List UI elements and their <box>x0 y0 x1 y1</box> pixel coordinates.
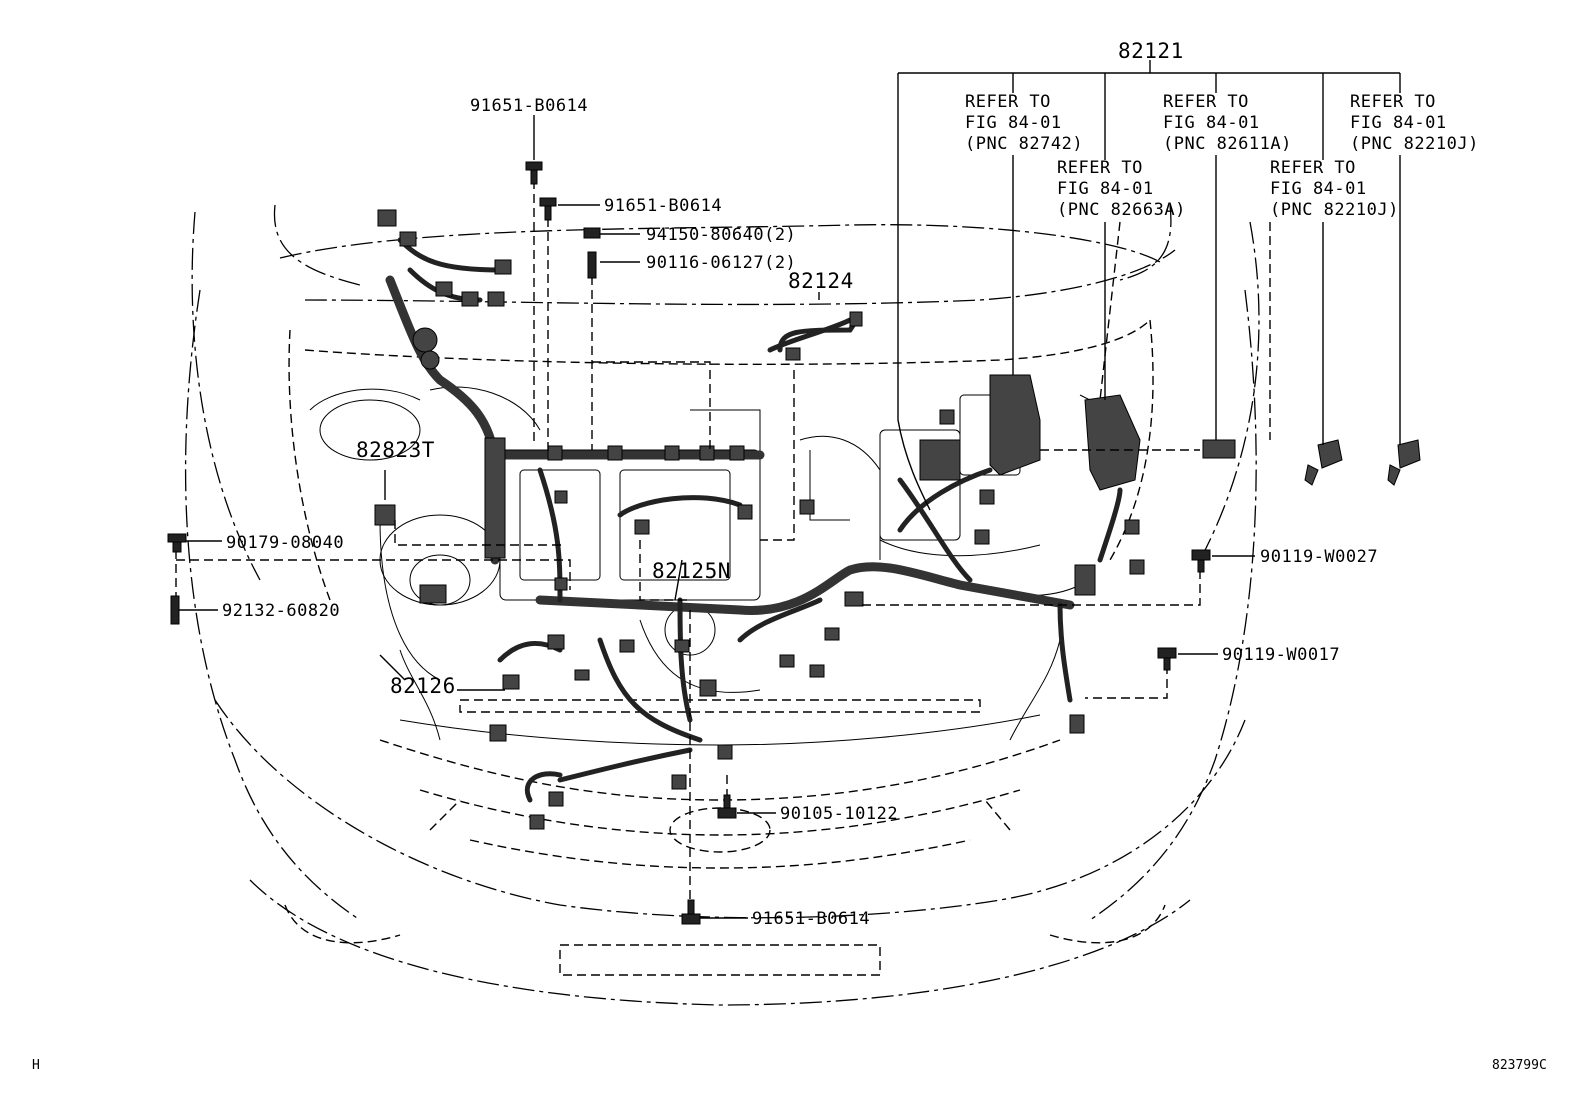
bolt-icon <box>1191 549 1211 573</box>
refer-note-3-line3: (PNC 82611A) <box>1163 134 1292 154</box>
label-91651-b0614-top: 91651-B0614 <box>470 96 588 116</box>
refer-note-4-line1: REFER TO <box>1270 158 1356 178</box>
bolt-icon <box>1157 647 1177 671</box>
refer-note-1-line1: REFER TO <box>965 92 1051 112</box>
label-91651-b0614-bottom: 91651-B0614 <box>752 909 870 929</box>
nut-icon <box>583 227 601 239</box>
labels: 82121 REFER TO FIG 84-01 (PNC 82742) REF… <box>32 39 1547 1073</box>
part-number-82125n: 82125N <box>652 559 731 583</box>
part-number-82121: 82121 <box>1118 39 1184 63</box>
refer-note-2-line2: FIG 84-01 <box>1057 179 1154 199</box>
refer-note-5-line1: REFER TO <box>1350 92 1436 112</box>
refer-note-2-line3: (PNC 82663A) <box>1057 200 1186 220</box>
refer-note-1-line3: (PNC 82742) <box>965 134 1083 154</box>
bolt-icon <box>525 161 543 185</box>
bolt-icon <box>167 533 187 553</box>
bolt-icon <box>681 899 701 925</box>
part-number-82823t: 82823T <box>356 438 435 462</box>
refer-note-1-line2: FIG 84-01 <box>965 113 1062 133</box>
part-number-82126: 82126 <box>390 674 456 698</box>
label-90116-06127: 90116-06127(2) <box>646 253 796 273</box>
refer-note-3-line2: FIG 84-01 <box>1163 113 1260 133</box>
bolt-icon <box>539 197 557 221</box>
label-90119-w0017: 90119-W0017 <box>1222 645 1340 665</box>
wire-harness <box>374 209 1421 830</box>
refer-note-3-line1: REFER TO <box>1163 92 1249 112</box>
refer-note-2-line1: REFER TO <box>1057 158 1143 178</box>
label-90179-08040: 90179-08040 <box>226 533 344 553</box>
refer-note-4-line2: FIG 84-01 <box>1270 179 1367 199</box>
label-90119-w0027: 90119-W0027 <box>1260 547 1378 567</box>
label-91651-b0614-second: 91651-B0614 <box>604 196 722 216</box>
label-92132-60820: 92132-60820 <box>222 601 340 621</box>
footer-left-code: H <box>32 1058 40 1073</box>
fastener-icons <box>167 161 1211 925</box>
locator-lines <box>175 180 1271 900</box>
label-90105-10122: 90105-10122 <box>780 804 898 824</box>
refer-note-5-line2: FIG 84-01 <box>1350 113 1447 133</box>
stud-icon <box>587 251 597 279</box>
label-94150-80640: 94150-80640(2) <box>646 225 796 245</box>
leader-lines <box>177 60 1401 919</box>
refer-note-4-line3: (PNC 82210J) <box>1270 200 1399 220</box>
vehicle-body-outline <box>184 204 1260 1006</box>
bolt-icon <box>717 794 737 819</box>
footer-drawing-number: 823799C <box>1492 1058 1547 1073</box>
refer-note-5-line3: (PNC 82210J) <box>1350 134 1479 154</box>
part-number-82124: 82124 <box>788 269 854 293</box>
stud-icon <box>170 595 180 625</box>
